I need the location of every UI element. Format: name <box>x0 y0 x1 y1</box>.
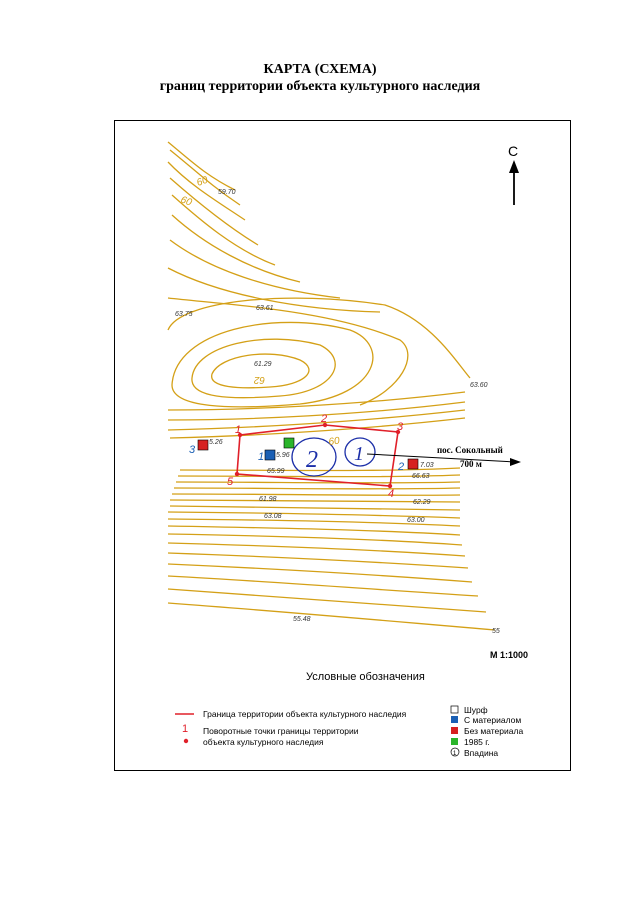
pit-label-3: 3 <box>189 444 196 456</box>
turn-point-label-3: 3 <box>397 421 404 433</box>
elevation-7-03: 7.03 <box>420 462 434 469</box>
map-title: КАРТА (СХЕМА) <box>263 62 377 77</box>
north-arrow-icon <box>509 160 519 173</box>
turn-point-3 <box>395 429 401 435</box>
legend-1985-icon <box>451 738 458 745</box>
direction-place: пос. Сокольный <box>437 445 503 455</box>
legend-without-material-icon <box>451 727 458 734</box>
turn-point-1 <box>237 432 243 438</box>
elevation-55-48: 55.48 <box>293 616 311 623</box>
contour-label-60a: 60 <box>195 175 210 189</box>
pit-3-without-material <box>197 439 209 451</box>
direction-line <box>366 453 516 463</box>
boundary-turn-points <box>234 422 401 489</box>
pit-2-without-material <box>407 458 419 470</box>
elevation-63-00: 63.00 <box>407 517 425 524</box>
depression-label-2: 2 <box>306 447 318 473</box>
elevation-65-99: 65.99 <box>267 468 285 475</box>
map-subtitle: границ территории объекта культурного на… <box>159 79 481 94</box>
elevation-61-98: 61.98 <box>259 496 277 503</box>
elevation-5-26: 5.26 <box>209 439 223 446</box>
elevation-63-75: 63.75 <box>175 311 193 318</box>
contour-label-62: 62 <box>253 374 265 385</box>
legend-turn-point-icon <box>183 738 189 744</box>
legend-pit-text: Шурф <box>464 705 488 715</box>
turn-point-4 <box>387 483 393 489</box>
direction-arrowhead <box>510 458 521 466</box>
elevation-63-08: 63.08 <box>264 513 282 520</box>
pit-1985 <box>283 437 295 449</box>
legend-title: Условные обозначения <box>306 671 425 683</box>
turn-point-5 <box>234 471 240 477</box>
elevation-5-96: 5.96 <box>276 452 290 459</box>
turn-point-label-5: 5 <box>227 476 234 488</box>
legend-1985-text: 1985 г. <box>464 737 490 747</box>
heritage-boundary <box>236 424 399 487</box>
turn-point-label-2: 2 <box>320 413 327 425</box>
legend-with-material-icon <box>451 716 458 723</box>
depression-2 <box>291 437 337 477</box>
legend-depression-icon <box>450 747 460 757</box>
legend-with-material-text: С материалом <box>464 715 521 725</box>
depression-1 <box>344 437 376 467</box>
contour-label-60b: 60 <box>179 194 194 208</box>
pit-label-2: 2 <box>397 461 404 473</box>
direction-distance: 700 м <box>460 459 482 469</box>
elevation-61-29: 61.29 <box>254 361 272 368</box>
legend-boundary-text: Граница территории объекта культурного н… <box>203 709 407 719</box>
map-frame <box>114 120 571 771</box>
legend-depression-num: 1 <box>453 751 457 757</box>
legend-turn-point-number: 1 <box>182 723 188 735</box>
pit-label-1: 1 <box>258 451 264 463</box>
contour-lines <box>167 141 496 631</box>
elevation-59-70: 59.70 <box>218 189 236 196</box>
legend-turn-points-line1: Поворотные точки границы территории <box>203 726 359 736</box>
contour-label-60c: 60 <box>328 435 341 448</box>
elevation-55: 55 <box>492 628 500 635</box>
legend-depression-text: Впадина <box>464 748 498 758</box>
depression-label-1: 1 <box>354 443 364 465</box>
map-scale: М 1:1000 <box>490 650 528 660</box>
legend-turn-points-line2: объекта культурного наследия <box>203 737 324 747</box>
elevation-63-61: 63.61 <box>256 305 274 312</box>
pit-1-with-material <box>264 449 276 461</box>
elevation-62-29: 62.29 <box>413 499 431 506</box>
legend-pit-icon <box>450 705 459 714</box>
turn-point-2 <box>322 422 328 428</box>
legend-without-material-text: Без материала <box>464 726 523 736</box>
turn-point-label-4: 4 <box>388 488 394 500</box>
north-label: С <box>508 143 518 159</box>
turn-point-label-1: 1 <box>235 424 241 436</box>
elevation-66-63: 66.63 <box>412 473 430 480</box>
elevation-63-60: 63.60 <box>470 382 488 389</box>
